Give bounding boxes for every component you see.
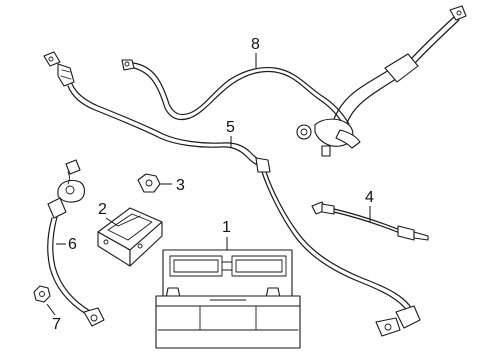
- part-7-nut: [33, 285, 51, 303]
- callout-6: 6: [56, 236, 77, 253]
- callout-3-number: 3: [176, 177, 185, 194]
- part-6-cable: [47, 159, 105, 327]
- part-4-lead: [311, 201, 429, 241]
- callout-1-number: 1: [222, 219, 231, 236]
- callout-7-number: 7: [52, 316, 61, 333]
- part-1-battery: [155, 249, 301, 349]
- callout-5-number: 5: [226, 119, 235, 136]
- callout-7: 7: [46, 303, 61, 333]
- part-2-bracket: [97, 207, 163, 267]
- part-3-nut: [137, 173, 161, 193]
- part-8-cable: [121, 5, 467, 157]
- callout-4-number: 4: [365, 189, 374, 206]
- callout-6-number: 6: [68, 236, 77, 253]
- part-5-cable: [43, 51, 421, 337]
- callout-8: 8: [251, 36, 260, 68]
- callout-5: 5: [226, 119, 235, 148]
- callout-1: 1: [222, 219, 231, 250]
- callout-2-number: 2: [98, 201, 107, 218]
- callout-3: 3: [160, 177, 185, 194]
- callout-8-number: 8: [251, 36, 260, 53]
- callout-2: 2: [98, 201, 119, 227]
- callout-4: 4: [365, 189, 374, 222]
